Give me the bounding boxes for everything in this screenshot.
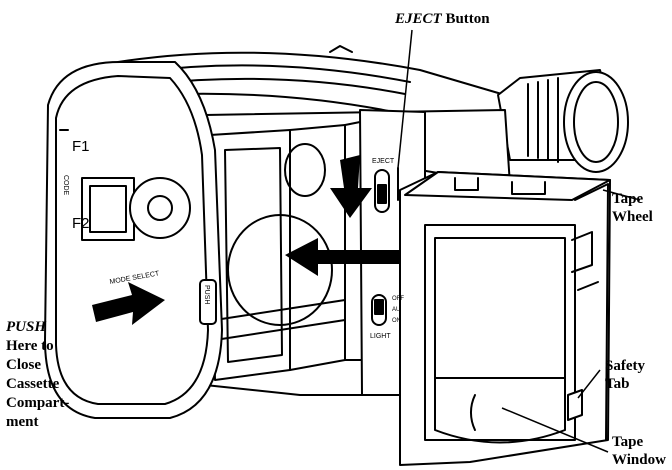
tape-window bbox=[424, 224, 576, 441]
push-instruction-label: PUSH Here to Close Cassette Compart- men… bbox=[6, 318, 69, 432]
eject-panel-text: EJECT bbox=[372, 158, 395, 165]
push-label-line-3: Close bbox=[6, 357, 41, 373]
safety-tab-line-2: Tab bbox=[605, 376, 630, 392]
safety-tab-line-1: Safety bbox=[605, 358, 645, 374]
light-off-text: OFF bbox=[392, 296, 404, 302]
arrow-left-cassette-insert bbox=[285, 238, 400, 276]
light-on-text: ON bbox=[392, 318, 401, 324]
f1-text: F1 bbox=[72, 138, 90, 155]
tape-wheel-line-1: Tape bbox=[612, 191, 644, 207]
push-label-line-2: Here to bbox=[6, 338, 54, 354]
arrow-push-close bbox=[92, 282, 165, 325]
push-label-line-5: Compart- bbox=[6, 395, 70, 411]
light-text: LIGHT bbox=[370, 333, 391, 340]
eject-pointer-line bbox=[397, 29, 413, 169]
tape-window-line-1: Tape bbox=[612, 434, 644, 450]
eject-button-label: EJECT Button bbox=[395, 10, 490, 28]
push-button[interactable] bbox=[199, 279, 217, 325]
viewfinder bbox=[497, 69, 629, 173]
push-label-line-6: ment bbox=[6, 414, 39, 430]
tape-window-pointer-line bbox=[501, 407, 609, 453]
light-auto-text: AU bbox=[392, 307, 400, 313]
eject-label-rest: Button bbox=[441, 11, 490, 27]
safety-tab-pointer-line bbox=[577, 369, 601, 399]
tape-wheel-pointer-line bbox=[602, 189, 641, 201]
cassette-compartment bbox=[209, 119, 373, 381]
tape-reel bbox=[434, 377, 566, 444]
tape-cassette bbox=[399, 171, 611, 466]
f2-text: F2 bbox=[72, 215, 90, 232]
tape-window-line-2: Window bbox=[612, 452, 666, 468]
push-label-italic: PUSH bbox=[6, 319, 47, 335]
push-button-text: PUSH bbox=[203, 285, 210, 304]
tape-wheel-line-2: Wheel bbox=[612, 209, 653, 225]
eject-label-italic: EJECT bbox=[395, 11, 442, 27]
code-text: CODE bbox=[62, 175, 69, 196]
push-label-line-4: Cassette bbox=[6, 376, 60, 392]
arrow-down-into-compartment bbox=[330, 155, 372, 218]
lcd-side-panel bbox=[44, 61, 223, 419]
